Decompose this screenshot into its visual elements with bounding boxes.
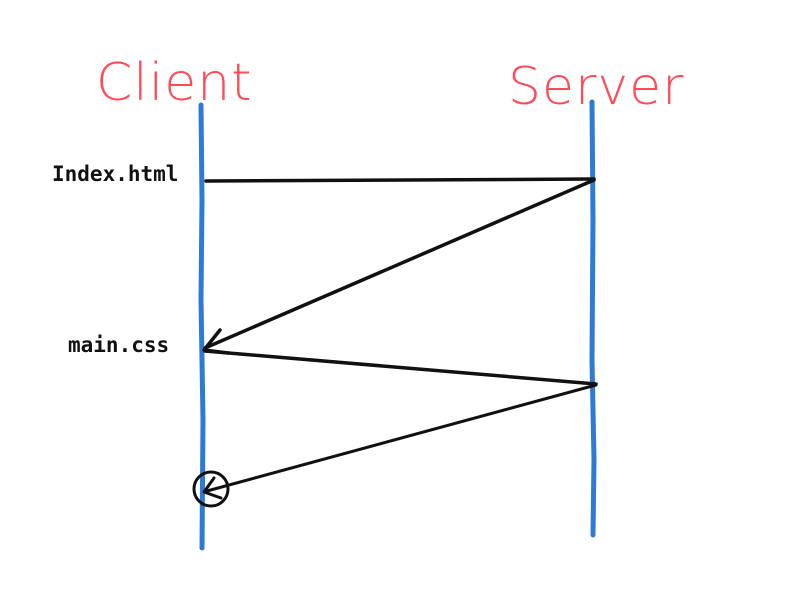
main-css-message-label: main.css bbox=[68, 333, 169, 357]
request-main-css-arrow bbox=[203, 349, 598, 386]
index-html-message-label: Index.html bbox=[52, 162, 178, 186]
request-index-html-arrow bbox=[204, 177, 596, 183]
server-actor-label: Server bbox=[508, 57, 685, 117]
server-lifeline bbox=[589, 99, 597, 538]
response-main-css-arrow bbox=[205, 383, 598, 493]
response-index-html-arrow bbox=[203, 178, 596, 350]
client-lifeline bbox=[198, 102, 206, 551]
client-actor-label: Client bbox=[96, 53, 253, 113]
end-marker-circle-icon bbox=[192, 470, 230, 508]
arrowhead-icon bbox=[202, 476, 223, 500]
